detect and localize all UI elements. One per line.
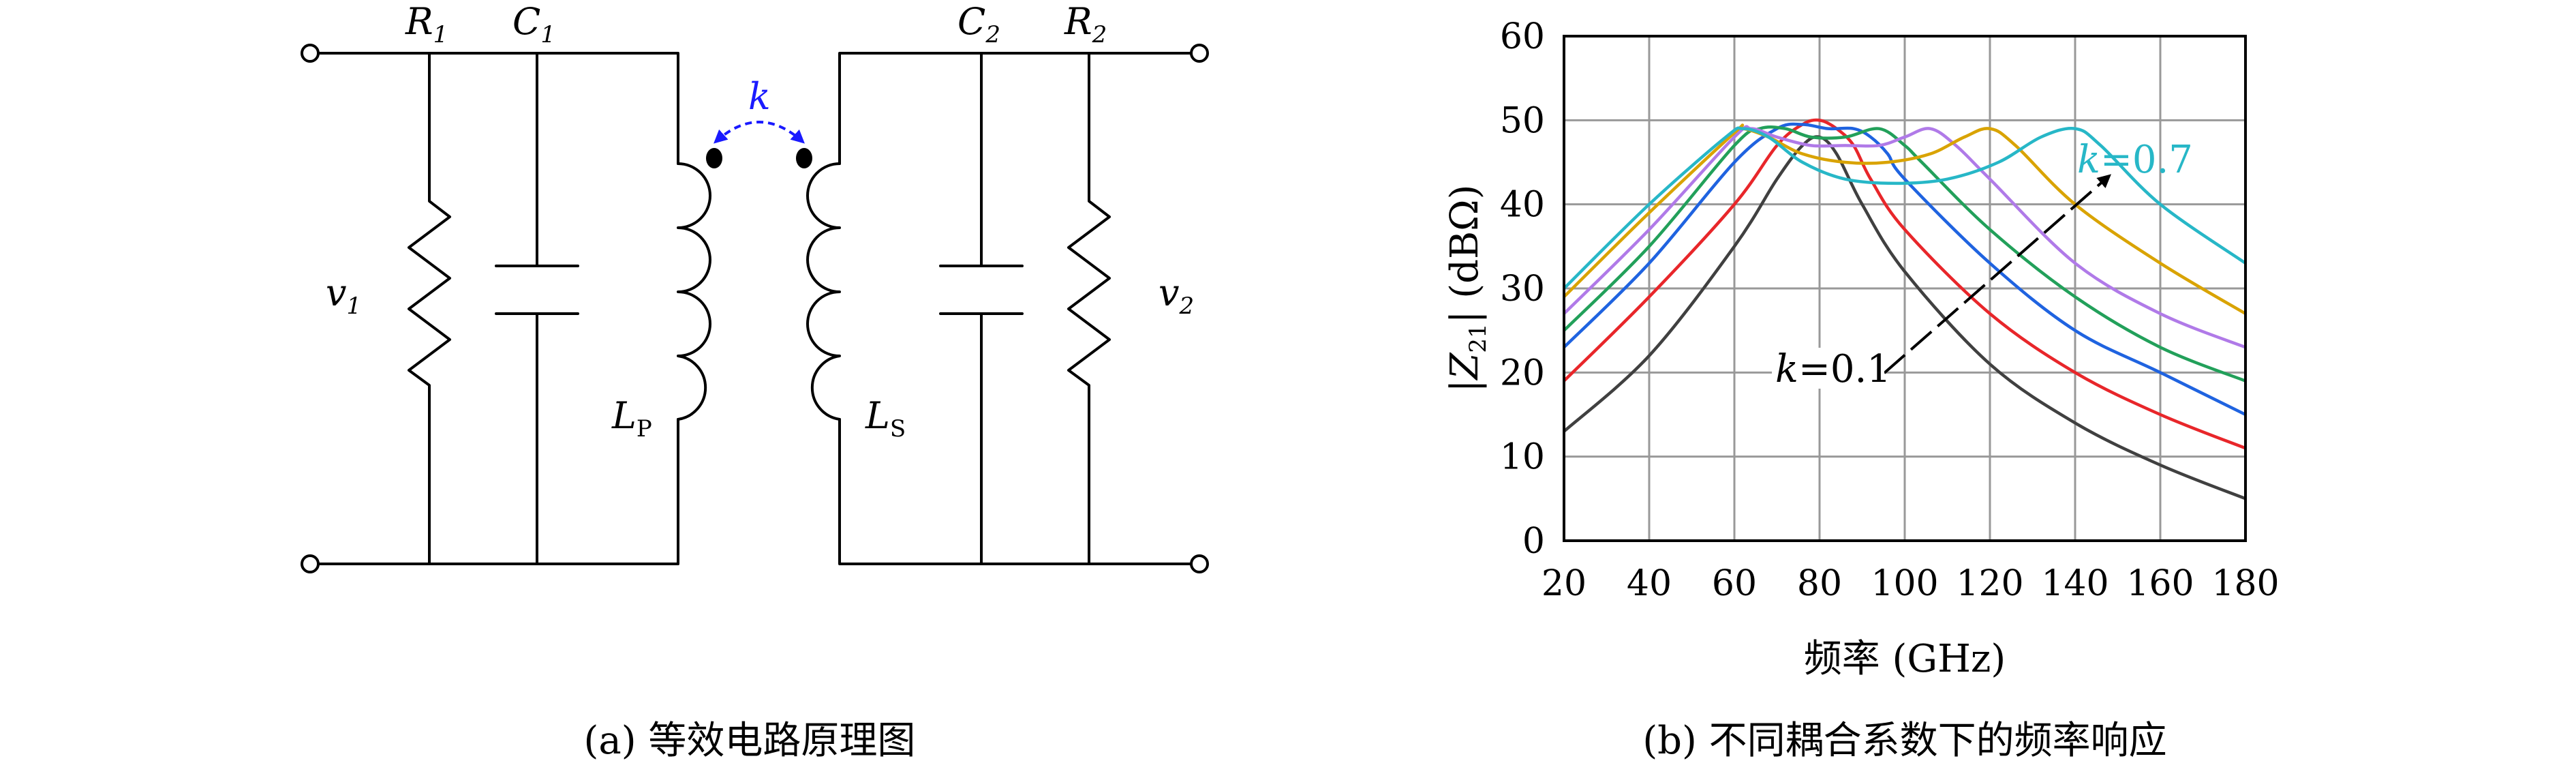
- series-line-2: [1564, 122, 2245, 417]
- series-line-5: [1564, 123, 2245, 315]
- x-axis-label: 频率 (GHz): [1804, 637, 2006, 681]
- x-tick-labels: 20 40 60 80 100 120 140 160 180: [1542, 563, 2280, 604]
- primary-bottom-wire: [317, 418, 679, 565]
- resistor-r2: [1067, 52, 1111, 565]
- series-line-4: [1564, 125, 2245, 349]
- inductor-ls: [806, 162, 841, 421]
- x-tick-1: 40: [1627, 563, 1672, 604]
- terminal-top-right: [1190, 44, 1209, 63]
- y-tick-3: 30: [1500, 269, 1545, 310]
- chart-panel: 20 40 60 80 100 120 140 160 180 0 10 20 30 40 50 60 频率…: [1443, 16, 2280, 763]
- y-tick-1: 10: [1500, 437, 1545, 478]
- y-tick-2: 20: [1500, 353, 1545, 393]
- coupling-arrow: [714, 121, 805, 144]
- chart-series-group: [1564, 118, 2245, 500]
- label-c2: C2: [957, 0, 1000, 48]
- x-tick-8: 180: [2211, 563, 2279, 604]
- x-tick-3: 80: [1797, 563, 1842, 604]
- label-r2: R2: [1064, 0, 1107, 48]
- y-tick-4: 40: [1500, 185, 1545, 226]
- terminal-bottom-left: [301, 554, 320, 573]
- x-tick-2: 60: [1712, 563, 1757, 604]
- label-c1: C1: [512, 0, 555, 48]
- label-ls: LS: [865, 394, 906, 443]
- label-k: k: [748, 75, 771, 118]
- inductor-lp: [677, 162, 711, 421]
- y-tick-6: 60: [1500, 16, 1545, 57]
- label-r1: R1: [405, 0, 448, 48]
- primary-top-wire: [317, 52, 679, 165]
- resistor-r1: [408, 52, 451, 565]
- annotation-k-low: k=0.1: [1775, 347, 1891, 391]
- series-line-3: [1564, 125, 2245, 383]
- circuit-diagram: R1 C1 C2 R2 v1 v2 LP LS k (a) 等效电路原理图: [301, 0, 1209, 763]
- secondary-top-wire: [838, 52, 1193, 165]
- terminal-top-left: [301, 44, 320, 63]
- chart-grid: [1563, 35, 2247, 542]
- series-line-1: [1564, 118, 2245, 450]
- y-axis-label: |Z21| (dBΩ): [1443, 185, 1492, 393]
- x-tick-5: 120: [1956, 563, 2023, 604]
- label-lp: LP: [611, 394, 652, 443]
- x-tick-0: 20: [1542, 563, 1586, 604]
- series-line-0: [1564, 135, 2245, 500]
- secondary-bottom-wire: [838, 418, 1193, 565]
- annotation-k-high: k=0.7: [2077, 138, 2193, 182]
- y-tick-labels: 0 10 20 30 40 50 60: [1500, 16, 1545, 562]
- caption-b: (b) 不同耦合系数下的频率响应: [1642, 719, 2166, 763]
- label-v2: v2: [1159, 271, 1194, 320]
- y-tick-5: 50: [1500, 100, 1545, 141]
- series-line-6: [1564, 126, 2245, 290]
- caption-a: (a) 等效电路原理图: [584, 719, 916, 763]
- annotation-bg-low: [1772, 348, 1884, 389]
- capacitor-c1: [495, 52, 579, 565]
- x-tick-4: 100: [1871, 563, 1938, 604]
- y-tick-0: 0: [1522, 521, 1545, 562]
- dot-secondary: [796, 148, 812, 168]
- dot-primary: [706, 148, 722, 168]
- label-v1: v1: [326, 271, 361, 320]
- k-arrow: [1883, 174, 2112, 374]
- capacitor-c2: [939, 52, 1024, 565]
- plot-frame: [1563, 35, 2247, 542]
- terminal-bottom-right: [1190, 554, 1209, 573]
- x-tick-6: 140: [2041, 563, 2109, 604]
- x-tick-7: 160: [2126, 563, 2194, 604]
